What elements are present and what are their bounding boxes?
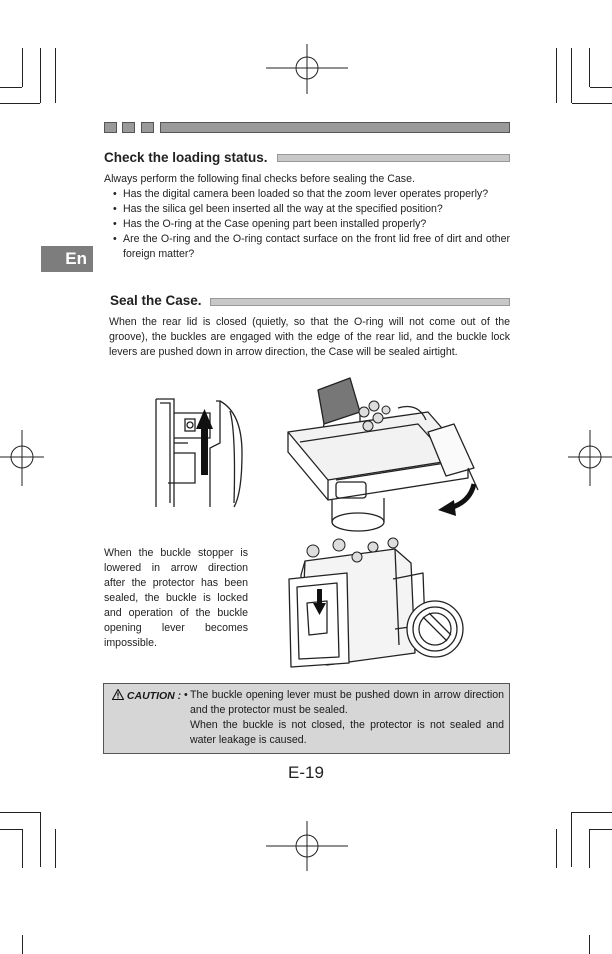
caution-label-text: CAUTION : xyxy=(126,690,182,702)
registration-right-icon xyxy=(568,430,612,486)
section2-body: When the rear lid is closed (quietly, so… xyxy=(109,316,510,358)
checklist-item: Has the digital camera been loaded so th… xyxy=(113,187,510,202)
section-title-bar xyxy=(210,298,510,306)
section-title-seal-case: Seal the Case. xyxy=(110,293,202,308)
registration-left-icon xyxy=(0,430,44,486)
buckle-closeup-illustration xyxy=(155,398,243,508)
caution-label: CAUTION : xyxy=(111,688,182,702)
registration-top-icon xyxy=(266,44,348,94)
checklist-item: Has the silica gel been inserted all the… xyxy=(113,202,510,217)
language-tab: En xyxy=(41,246,93,272)
caution-box: CAUTION : • The buckle opening lever mus… xyxy=(103,683,510,754)
section-title-check-loading: Check the loading status. xyxy=(104,150,268,165)
checklist: Has the digital camera been loaded so th… xyxy=(113,187,510,262)
caution-text: • The buckle opening lever must be pushe… xyxy=(184,689,504,746)
section-title-bar xyxy=(277,154,510,162)
caution-line-1: The buckle opening lever must be pushed … xyxy=(190,689,504,716)
buckle-caption: When the buckle stopper is lowered in ar… xyxy=(104,547,248,649)
checklist-item: Has the O-ring at the Case opening part … xyxy=(113,217,510,232)
checklist-item: Are the O-ring and the O-ring contact su… xyxy=(113,232,510,262)
case-open-illustration xyxy=(287,377,479,532)
section1-intro: Always perform the following final check… xyxy=(104,173,415,185)
case-closed-illustration xyxy=(288,537,464,668)
caution-line-2: When the buckle is not closed, the prote… xyxy=(190,719,504,746)
warning-triangle-icon xyxy=(111,688,125,701)
page-number: E-19 xyxy=(288,763,324,782)
registration-bottom-icon xyxy=(266,821,348,871)
